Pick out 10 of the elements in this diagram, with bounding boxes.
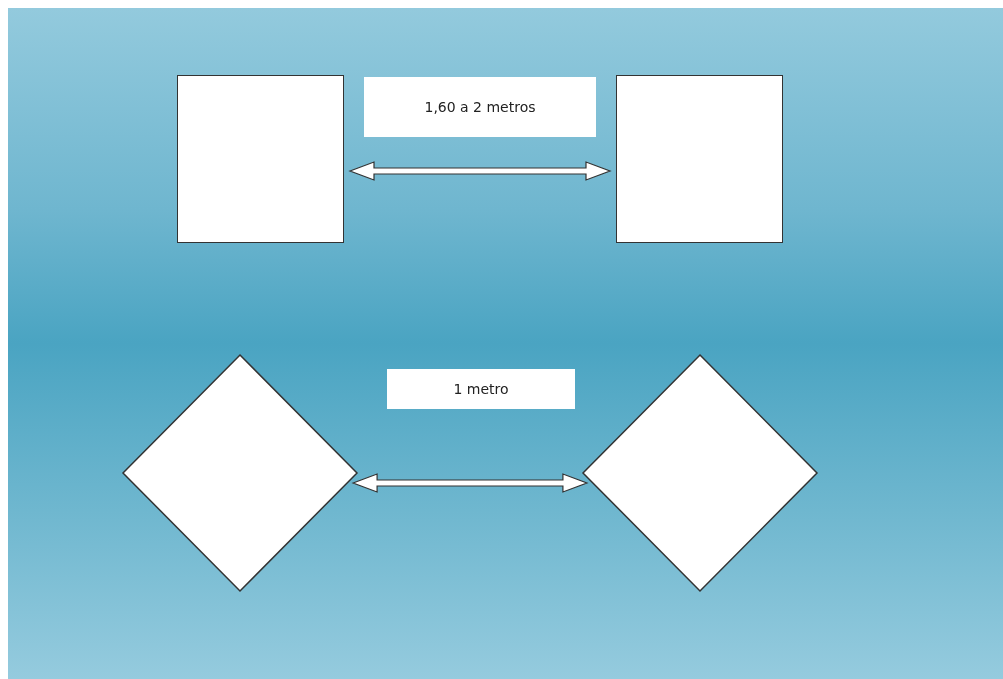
- label-box: [364, 77, 596, 137]
- distance-label: 1 metro: [453, 381, 509, 397]
- distance-label: 1,60 a 2 metros: [424, 99, 536, 115]
- square-box: [177, 75, 344, 243]
- square-box: [616, 75, 783, 243]
- diamond-shape: [583, 355, 817, 591]
- label-box: [387, 369, 575, 409]
- double-arrow: [348, 161, 612, 181]
- double-arrow: [351, 473, 589, 493]
- diamond-shape: [123, 355, 357, 591]
